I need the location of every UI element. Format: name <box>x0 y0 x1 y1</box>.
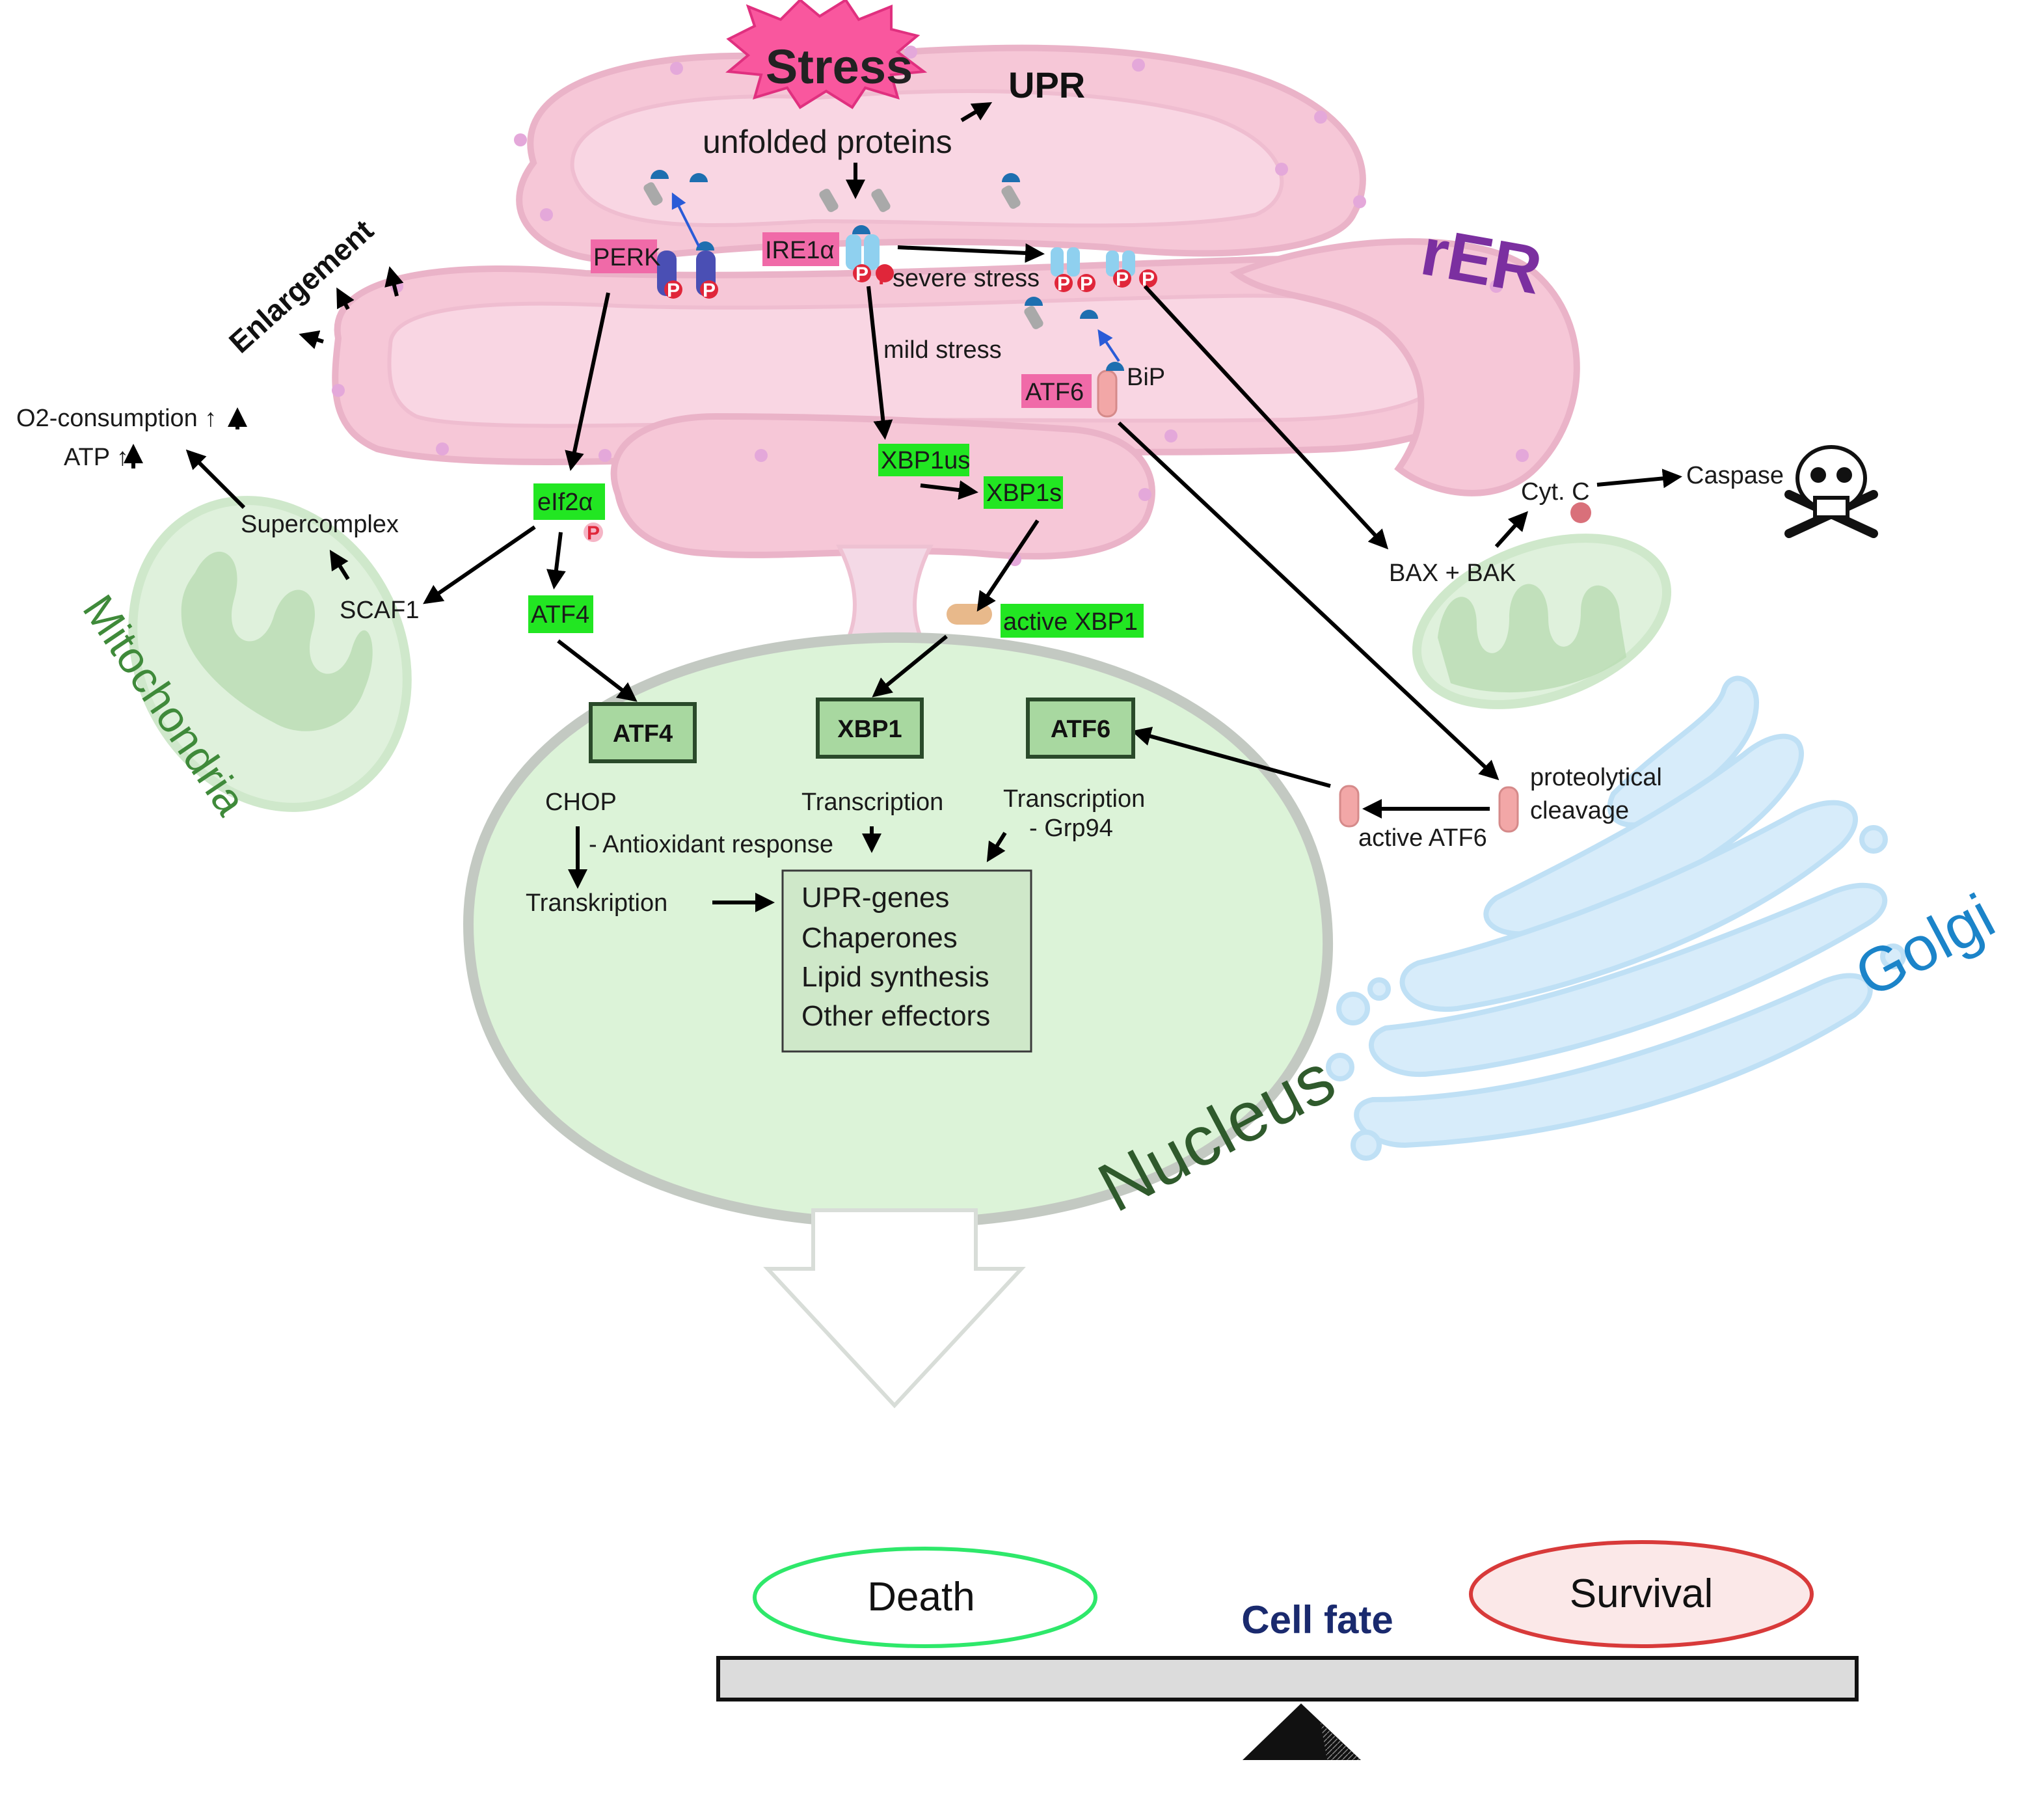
death-ellipse <box>753 1547 1097 1648</box>
mitochondrion-left <box>128 496 412 812</box>
transcription-atf6-label: Transcription <box>1003 785 1145 813</box>
death-label: Death <box>867 1575 975 1620</box>
antioxidant-label: - Antioxidant response <box>589 831 833 858</box>
bip-label: BiP <box>1127 364 1165 391</box>
phospho-labels: P P P P P P P <box>667 264 1155 301</box>
transkription-label: Transkription <box>526 889 667 917</box>
label-boxes <box>528 232 1144 638</box>
atf4-box-label: ATF4 <box>613 720 673 748</box>
phospho-p: P <box>855 264 868 285</box>
bip-release-arrows <box>671 192 1120 362</box>
golgi-apparatus <box>1326 675 1906 1161</box>
survival-ellipse <box>1469 1540 1814 1648</box>
effector-upr-genes: UPR-genes <box>801 882 949 914</box>
phospho-p: P <box>587 522 600 544</box>
phospho-p: P <box>1080 273 1093 295</box>
cell-fate-balance: Death Survival Cell fate <box>716 1540 1859 1760</box>
chop-label: CHOP <box>545 789 617 816</box>
phospho-p: P <box>878 265 893 290</box>
eif2a-label: eIf2α <box>537 489 593 516</box>
xbp1-box-label: XBP1 <box>837 716 902 743</box>
effector-lipid-synthesis: Lipid synthesis <box>801 961 989 993</box>
cell-fate-title: Cell fate <box>1241 1598 1393 1642</box>
perk-label: PERK <box>593 244 660 271</box>
cyt-c-label: Cyt. C <box>1521 478 1590 506</box>
atf4-cyto-label: ATF4 <box>531 601 589 629</box>
skull-icon <box>1784 445 1878 538</box>
xbp1s-label: XBP1s <box>986 480 1062 507</box>
stress-label: Stress <box>766 40 913 94</box>
phospho-p: P <box>1116 269 1129 290</box>
atf6-box-label: ATF6 <box>1051 716 1110 743</box>
grp94-label: - Grp94 <box>1029 815 1113 842</box>
balance-beam <box>716 1656 1859 1701</box>
receptor-glyphs <box>584 170 1591 833</box>
proteolytical-label: proteolytical <box>1530 764 1662 791</box>
active-xbp1-label: active XBP1 <box>1003 608 1138 636</box>
severe-stress-label: severe stress <box>893 265 1040 292</box>
stress-burst <box>725 0 928 109</box>
phospho-p: P <box>703 280 716 301</box>
pathway-arrows <box>124 102 1682 912</box>
unfolded-proteins-label: unfolded proteins <box>703 124 952 160</box>
o2-consumption-label: O2-consumption ↑ <box>16 405 217 432</box>
effector-box <box>781 869 1032 1053</box>
transcription-xbp1-label: Transcription <box>801 789 943 816</box>
bax-bak-label: BAX + BAK <box>1389 560 1516 587</box>
mild-stress-label: mild stress <box>883 336 1002 364</box>
nuclear-factor-boxes <box>589 698 1135 763</box>
atf6-er-label: ATF6 <box>1025 379 1084 406</box>
mitochondrion-right <box>1412 534 1672 709</box>
survival-label: Survival <box>1570 1571 1714 1616</box>
caspase-label: Caspase <box>1686 462 1784 489</box>
cleavage-label: cleavage <box>1530 797 1629 824</box>
phospho-p: P <box>1142 269 1155 290</box>
xbp1us-label: XBP1us <box>881 447 970 474</box>
scaf1-label: SCAF1 <box>340 597 419 624</box>
active-atf6-label: active ATF6 <box>1358 824 1487 852</box>
effector-chaperones: Chaperones <box>801 922 958 954</box>
ire1a-label: IRE1α <box>765 237 834 264</box>
phospho-p: P <box>667 280 680 301</box>
supercomplex-label: Supercomplex <box>241 511 399 538</box>
rer-organelle <box>332 44 1580 646</box>
upr-label: UPR <box>1008 64 1085 105</box>
atp-label: ATP ↑ <box>64 444 129 471</box>
effector-other: Other effectors <box>801 1000 990 1032</box>
cell-fate-arrow <box>763 1208 1026 1409</box>
phospho-p: P <box>1057 273 1070 295</box>
